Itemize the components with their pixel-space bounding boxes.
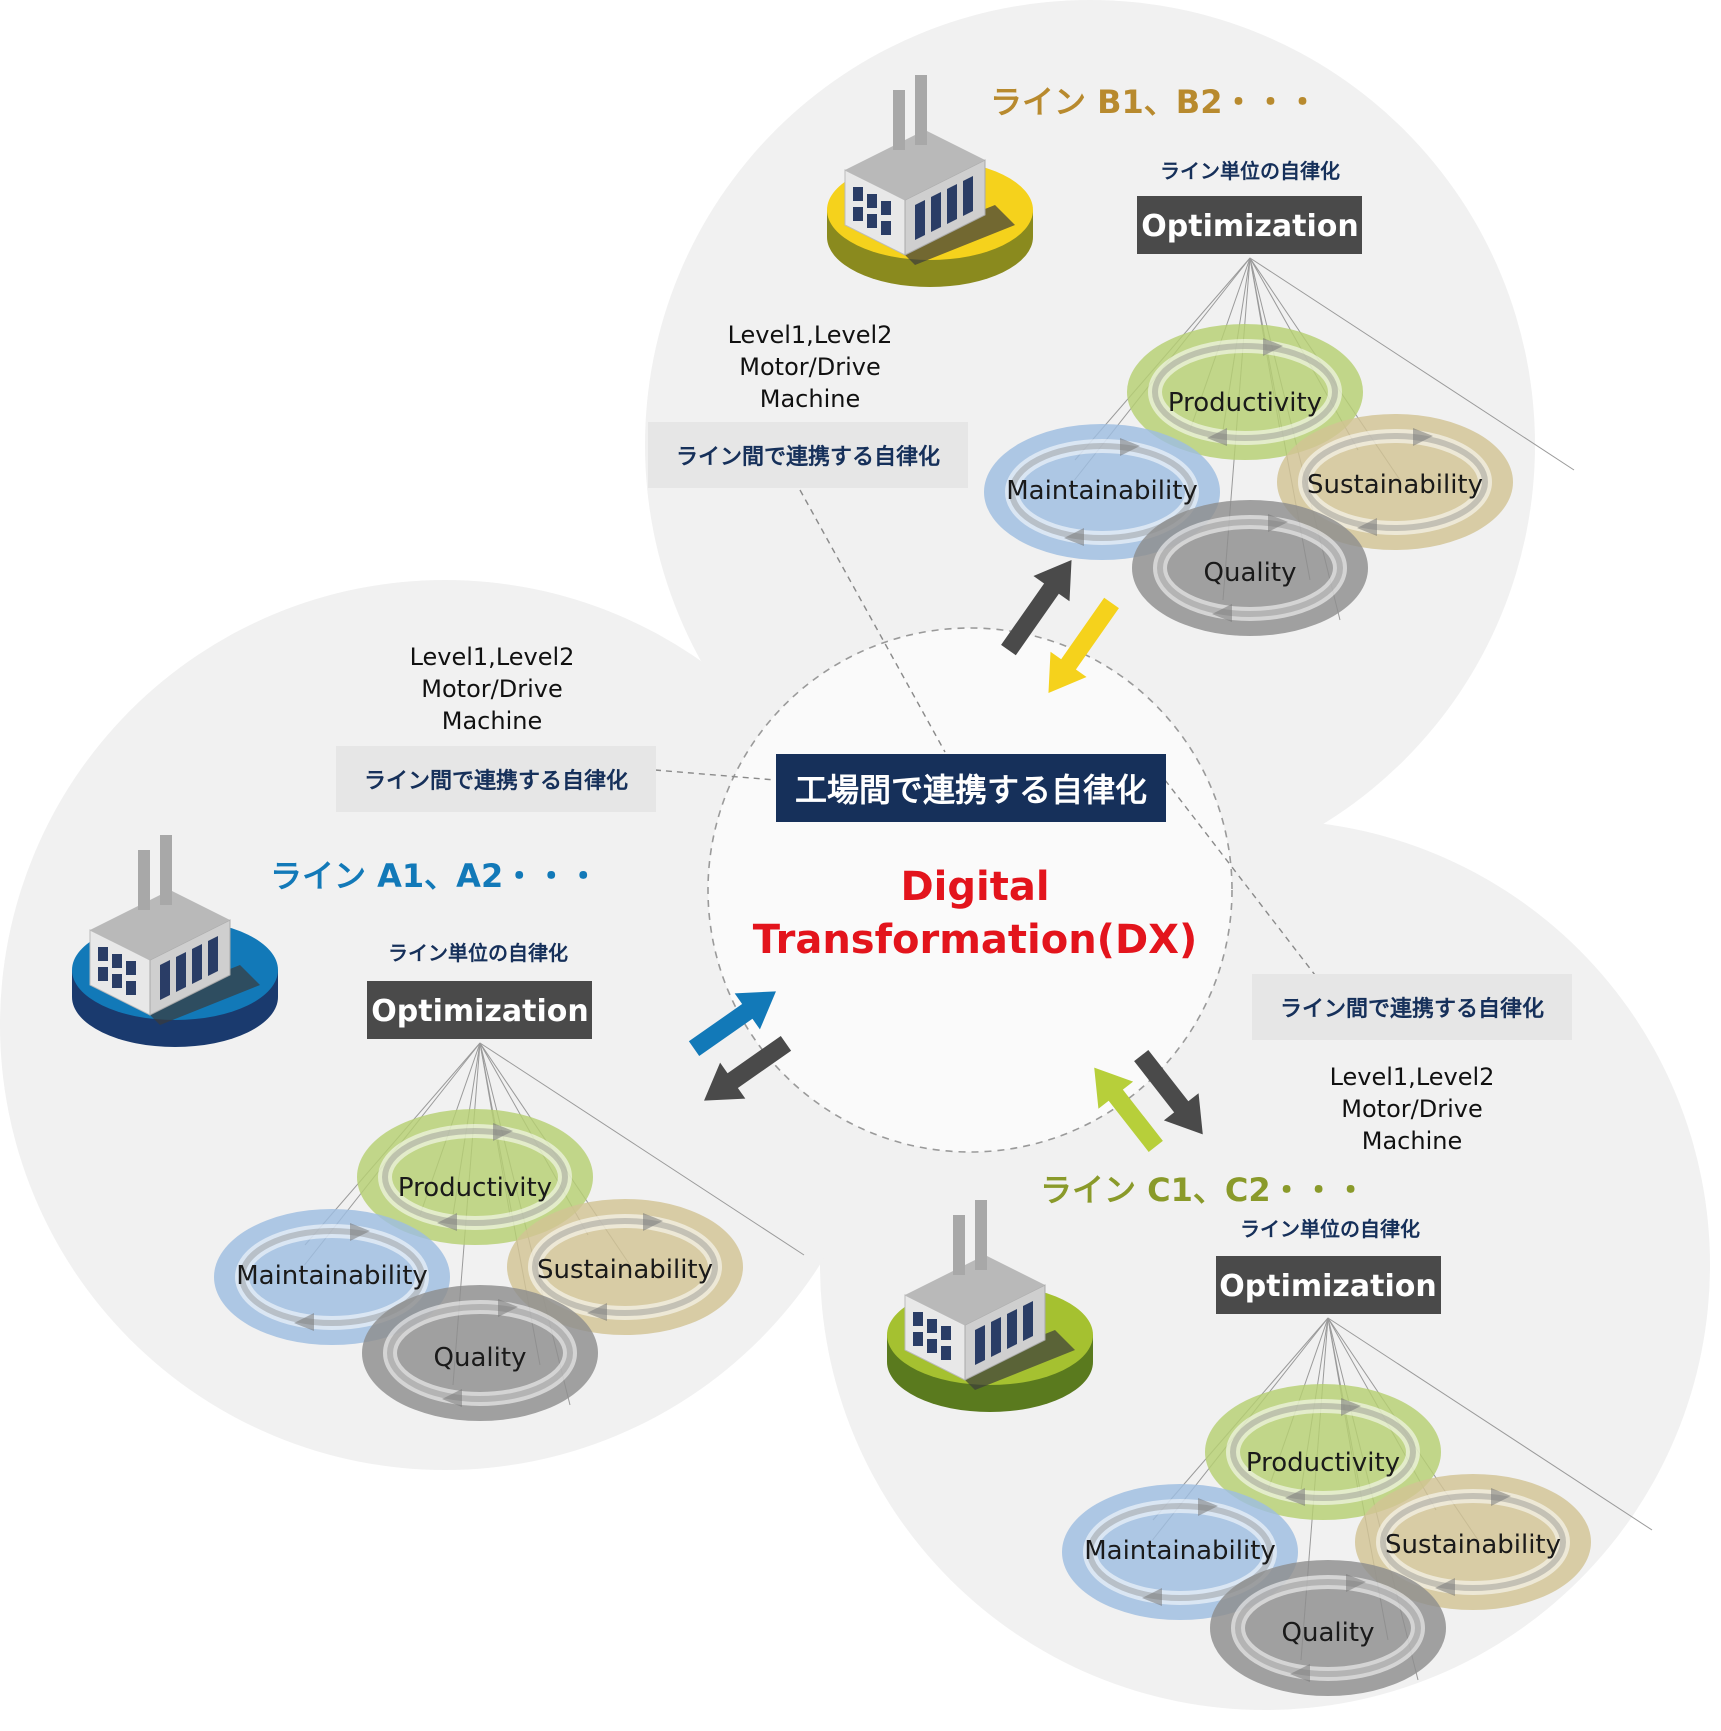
line-a-title: ライン A1、A2・・・	[270, 857, 599, 895]
line-c-unit-label: ライン単位の自律化	[1240, 1217, 1420, 1241]
petal-label: Maintainability	[1006, 476, 1198, 506]
petal-quality: Quality	[362, 1285, 598, 1421]
petal-productivity: Productivity	[1127, 324, 1363, 460]
line-a-level-1: Level1,Level2	[410, 643, 575, 671]
factory-icon	[887, 1200, 1093, 1412]
center-title-box	[776, 754, 1166, 822]
line-b-title: ライン B1、B2・・・	[990, 83, 1318, 121]
line-b-link-box	[648, 422, 968, 488]
petal-label: Maintainability	[1084, 1536, 1276, 1566]
arrow-icon	[1001, 559, 1072, 656]
cluster-c: ライン C1、C2・・・ ライン単位の自律化 Optimization Leve…	[887, 974, 1572, 1412]
petal-label: Maintainability	[236, 1261, 428, 1291]
cycle-arrow-icon	[378, 1123, 572, 1231]
cycle-arrow-icon	[1226, 1398, 1420, 1506]
line-b-link-label: ライン間で連携する自律化	[676, 444, 940, 470]
cycle-arrow-icon	[1298, 428, 1492, 536]
line-b-level-3: Machine	[760, 385, 860, 413]
petal-label: Quality	[1282, 1618, 1375, 1648]
petal-sustainability: Sustainability	[1355, 1474, 1591, 1610]
line-c-link-box	[1252, 974, 1572, 1040]
petal-maintainability: Maintainability	[1062, 1484, 1298, 1620]
petal-sustainability: Sustainability	[1277, 414, 1513, 550]
petal-label: Quality	[1204, 558, 1297, 588]
connector-lines	[654, 489, 1316, 976]
cycle-arrow-icon	[1376, 1488, 1570, 1596]
petal-label: Productivity	[1168, 388, 1322, 418]
line-a-link-box	[336, 746, 656, 812]
center-title: 工場間で連携する自律化	[795, 771, 1147, 809]
petal-label: Sustainability	[1307, 470, 1483, 500]
cycle-arrow-icon	[1005, 438, 1199, 546]
petal-productivity: Productivity	[357, 1109, 593, 1245]
fan-line	[1327, 1317, 1653, 1531]
factory-icon	[827, 75, 1033, 287]
cycle-arrow-icon	[1153, 514, 1347, 622]
arrow-icon	[1094, 1067, 1163, 1152]
petal-quality: Quality	[1210, 1560, 1446, 1696]
petal-productivity: Productivity	[1205, 1384, 1441, 1520]
line-a-unit-label: ライン単位の自律化	[388, 941, 568, 965]
line-c-level-2: Motor/Drive	[1341, 1095, 1482, 1123]
petal-sustainability: Sustainability	[507, 1199, 743, 1335]
cycle-arrow-icon	[1231, 1574, 1425, 1682]
petal-label: Productivity	[398, 1173, 552, 1203]
line-a-link-label: ライン間で連携する自律化	[364, 768, 628, 794]
line-b-unit-label: ライン単位の自律化	[1160, 159, 1340, 183]
fan-line	[479, 1042, 805, 1256]
line-a-level-2: Motor/Drive	[421, 675, 562, 703]
cluster-b: ライン B1、B2・・・ ライン単位の自律化 Optimization Leve…	[648, 75, 1362, 488]
petal-label: Quality	[434, 1343, 527, 1373]
arrow-icon	[1134, 1050, 1203, 1135]
cycle-arrow-icon	[235, 1223, 429, 1331]
dx-title-line-2: Transformation(DX)	[753, 917, 1198, 963]
arrow-icon	[1048, 597, 1119, 694]
line-b-optimization: Optimization	[1141, 209, 1358, 244]
arrow-icon	[688, 991, 776, 1057]
petal-label: Productivity	[1246, 1448, 1400, 1478]
line-c-level-3: Machine	[1362, 1127, 1462, 1155]
petal-quality: Quality	[1132, 500, 1368, 636]
line-c-title: ライン C1、C2・・・	[1040, 1171, 1367, 1209]
cycle-arrow-icon	[383, 1299, 577, 1407]
line-a-optimization-box	[367, 981, 592, 1039]
dx-title-line-1: Digital	[900, 864, 1049, 910]
line-b-level-2: Motor/Drive	[739, 353, 880, 381]
line-b-optimization-box	[1137, 196, 1362, 254]
cycle-arrow-icon	[1083, 1498, 1277, 1606]
line-c-optimization: Optimization	[1219, 1269, 1436, 1304]
petal-label: Sustainability	[1385, 1530, 1561, 1560]
line-c-level-1: Level1,Level2	[1330, 1063, 1495, 1091]
cluster-a: ライン A1、A2・・・ ライン単位の自律化 Optimization Leve…	[72, 643, 656, 1047]
arrow-icon	[704, 1035, 792, 1101]
line-a-optimization: Optimization	[371, 994, 588, 1029]
petal-label: Sustainability	[537, 1255, 713, 1285]
line-c-link-label: ライン間で連携する自律化	[1280, 996, 1544, 1022]
factory-icon	[72, 835, 278, 1047]
cycle-arrow-icon	[528, 1213, 722, 1321]
arrows	[688, 559, 1203, 1152]
cycle-arrow-icon	[1148, 338, 1342, 446]
fan-line	[1249, 257, 1575, 471]
line-c-optimization-box	[1216, 1256, 1441, 1314]
line-a-level-3: Machine	[442, 707, 542, 735]
line-b-level-1: Level1,Level2	[728, 321, 893, 349]
